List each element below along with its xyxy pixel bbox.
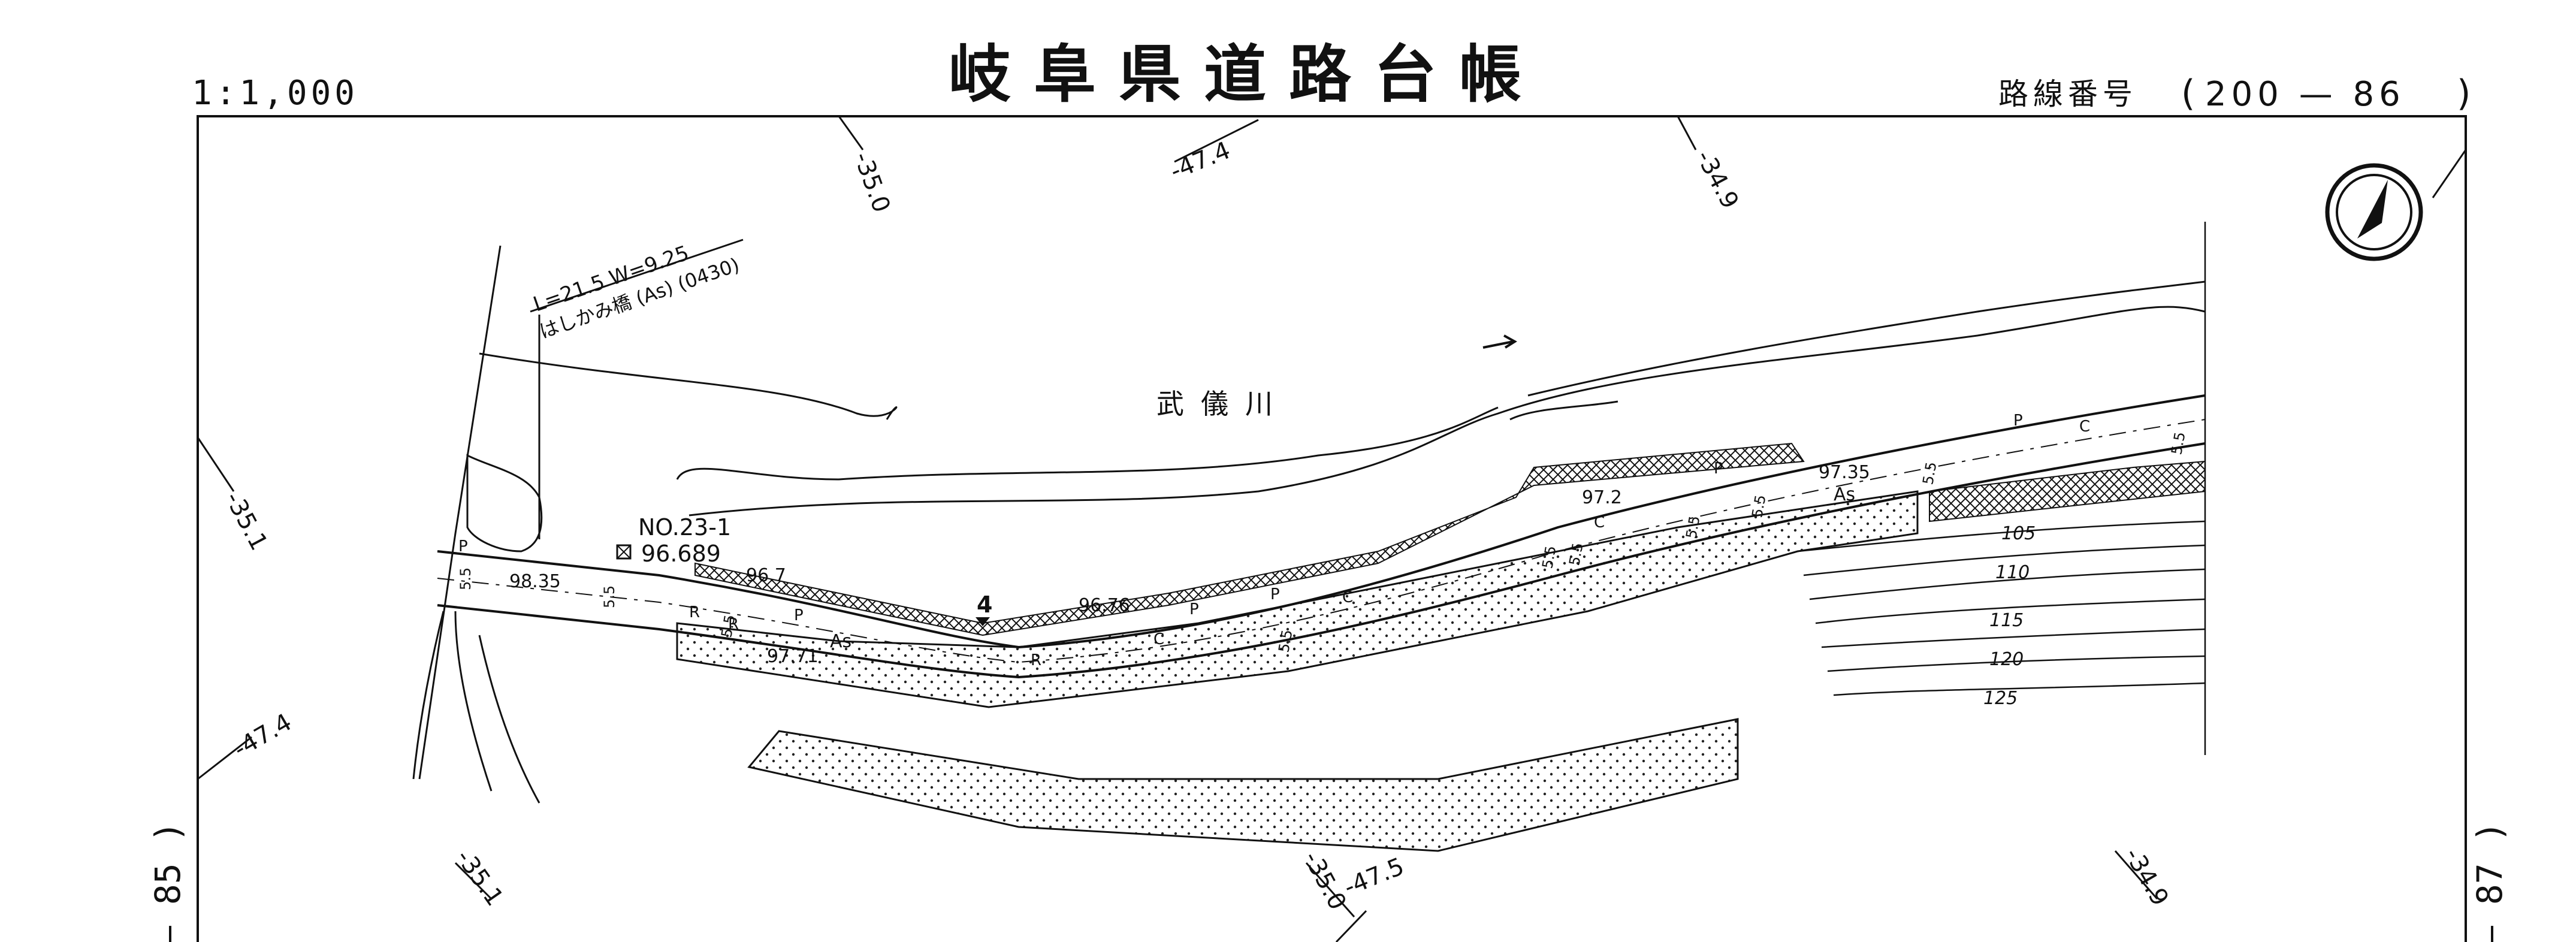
benchmark-elevation: 96.689 <box>641 541 721 567</box>
grid-label: -47.5 <box>1340 853 1408 901</box>
width-label: 5.5 <box>1566 542 1586 567</box>
elevation-label: 97.2 <box>1582 487 1622 508</box>
width-label: 5.5 <box>1275 629 1295 654</box>
surface-code: P <box>1714 460 1723 478</box>
surface-code: As <box>1834 484 1855 505</box>
grid-label: -34.9 <box>2119 843 2174 911</box>
contour-lines <box>1797 222 2206 755</box>
grid-label: -35.1 <box>219 487 273 555</box>
surface-code: R <box>1031 651 1041 669</box>
adjacent-sheet-right: — 87 ) <box>2469 821 2510 942</box>
contour-label: 115 <box>1989 610 2024 631</box>
grid-label: -35.0 <box>848 149 896 216</box>
embankment-area <box>676 490 1919 708</box>
route-number-close: ) <box>2457 73 2471 114</box>
surface-code: P <box>794 606 804 624</box>
contour-label: 120 <box>1989 649 2024 670</box>
road-alignment <box>437 394 2206 679</box>
surface-code: As <box>830 631 851 652</box>
lower-slope-area <box>747 718 1739 852</box>
river-flow-arrow-icon <box>1482 334 1517 349</box>
width-label: 5.5 <box>1539 545 1559 570</box>
river-name: 武儀川 <box>1156 388 1289 420</box>
elevation-label: 97.71 <box>767 646 819 667</box>
adjacent-sheet-left: — 85 ) <box>147 821 188 942</box>
elevation-label: 96.7 <box>746 565 786 586</box>
width-label: 5.5 <box>718 614 738 639</box>
grid-label: -47.4 <box>1167 137 1234 185</box>
route-number-label: 路線番号 <box>1998 77 2137 111</box>
width-label: 5.5 <box>1748 494 1769 519</box>
elevation-label: 96.76 <box>1079 595 1130 616</box>
width-label: 5.5 <box>1919 461 1940 486</box>
benchmark-id: NO.23-1 <box>638 514 731 541</box>
elevation-label: 97.35 <box>1819 462 1870 483</box>
station-marker-icon <box>976 617 990 626</box>
bridge-annotation: L=21.5 W=9.25 はしかみ橋 (As) (0430) <box>530 238 744 539</box>
surface-code: P <box>1270 585 1280 603</box>
scale-label: 1:1,000 <box>192 74 358 113</box>
grid-label: -35.1 <box>451 844 509 911</box>
grid-label: -47.4 <box>229 708 297 763</box>
map-frame <box>197 115 2467 942</box>
north-arrow-icon <box>2325 163 2423 261</box>
surface-code: C <box>1153 630 1164 648</box>
width-label: 5.5 <box>601 585 618 608</box>
revetment-hatch <box>1929 460 2206 523</box>
width-label: 5.5 <box>2168 431 2188 456</box>
station-number: 4 <box>977 591 992 618</box>
surface-code: C <box>1594 514 1605 532</box>
benchmark-marker <box>616 544 632 560</box>
elevation-label: 98.35 <box>509 571 561 592</box>
route-number-open: ( <box>2181 73 2195 114</box>
width-label: 5.5 <box>457 567 474 590</box>
contour-label: 110 <box>1995 562 2030 583</box>
surface-code: P <box>2013 412 2023 430</box>
revetment-hatch <box>694 442 1805 636</box>
grid-ticks <box>197 116 2467 942</box>
surface-code: P <box>458 538 468 555</box>
surface-code: R <box>689 603 700 621</box>
grid-label: -34.9 <box>1690 146 1744 213</box>
contour-label: 125 <box>1983 688 2018 709</box>
width-label: 5.5 <box>1683 515 1703 540</box>
river-banks <box>479 280 2206 517</box>
surface-code: C <box>1342 588 1353 606</box>
route-number-value: 200 — 86 <box>2205 75 2405 114</box>
surface-code: C <box>2079 418 2090 436</box>
surface-code: R <box>728 615 739 633</box>
map-left-features <box>412 245 543 804</box>
page-title: 岐阜県道路台帳 <box>949 38 1544 111</box>
surface-code: P <box>1189 600 1199 618</box>
contour-label: 105 <box>2001 523 2036 544</box>
